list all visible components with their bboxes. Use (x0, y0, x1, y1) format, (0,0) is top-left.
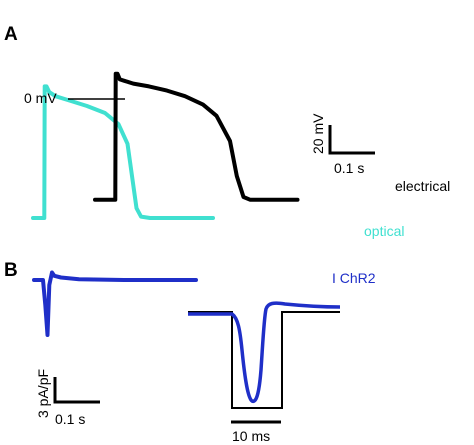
legend-electrical: electrical (395, 178, 450, 194)
scale-bar-time-label-b: 0.1 s (55, 411, 85, 427)
inset-zoom (188, 301, 341, 424)
panel-b-scale-bar (53, 377, 100, 404)
panel-a-scale-bar (328, 125, 375, 155)
legend-optical: optical (364, 223, 404, 239)
panel-a-label: A (4, 24, 18, 45)
scale-bar-current-label: 3 pA/pF (35, 369, 51, 418)
zero-mv-label: 0 mV (24, 90, 57, 106)
panel-a-traces (31, 71, 300, 220)
panel-b-traces (32, 270, 198, 337)
inset-ichr2-trace (188, 301, 341, 404)
series-line-electrical (93, 71, 300, 202)
panel-b-label: B (4, 260, 18, 281)
scale-bar-time-label: 0.1 s (334, 160, 364, 176)
legend-ichr2: I ChR2 (332, 270, 376, 286)
series-line-i-chr2 (32, 270, 198, 337)
series-line-optical (31, 84, 215, 220)
inset-scale-label: 10 ms (232, 428, 270, 444)
scale-bar-voltage-label: 20 mV (310, 113, 326, 154)
